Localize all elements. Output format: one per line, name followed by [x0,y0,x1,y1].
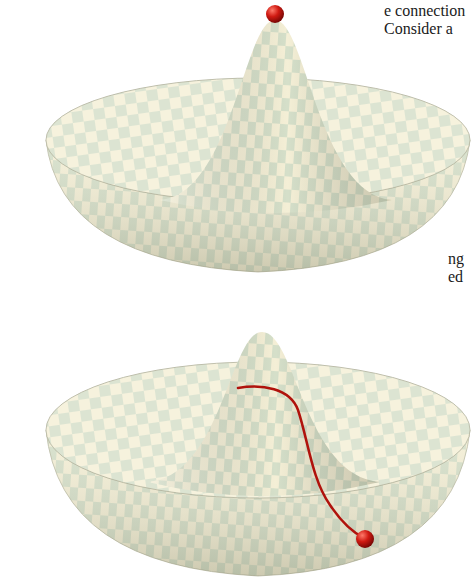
text-fragment: ed [448,268,463,286]
text-fragment: e connection [384,2,465,20]
text-fragment: Consider a [384,20,453,38]
text-fragment: ng [448,250,464,268]
